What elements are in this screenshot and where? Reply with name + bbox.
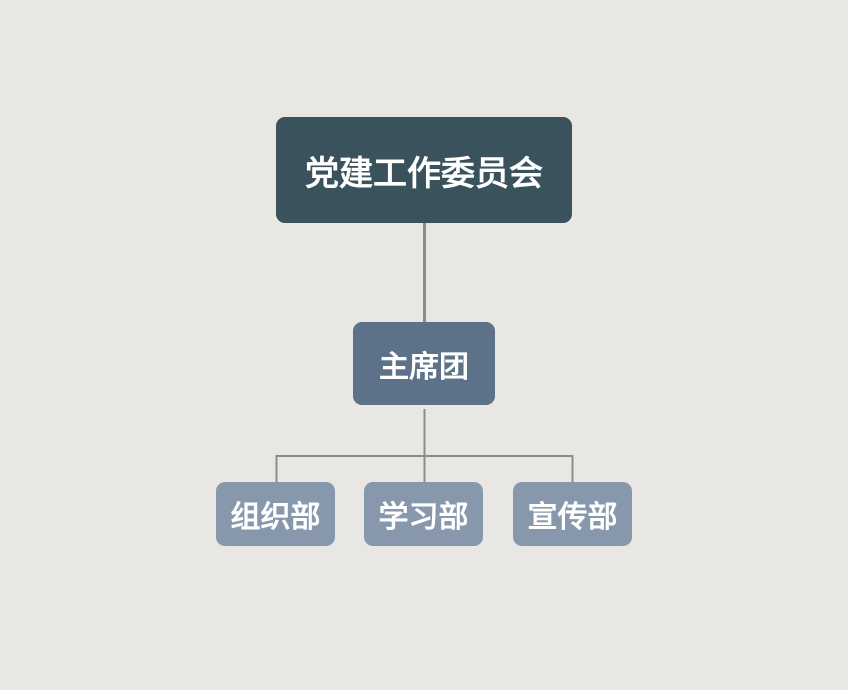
node-presidium[interactable]: 主席团: [353, 322, 495, 405]
node-study-dept[interactable]: 学习部: [364, 482, 483, 546]
node-label: 党建工作委员会: [305, 153, 543, 194]
node-label: 学习部: [378, 500, 469, 535]
node-organization-dept[interactable]: 组织部: [216, 482, 335, 546]
node-label: 主席团: [379, 349, 469, 385]
node-label: 宣传部: [527, 500, 618, 535]
node-publicity-dept[interactable]: 宣传部: [513, 482, 632, 546]
node-label: 组织部: [230, 500, 321, 535]
node-party-committee[interactable]: 党建工作委员会: [276, 117, 572, 223]
